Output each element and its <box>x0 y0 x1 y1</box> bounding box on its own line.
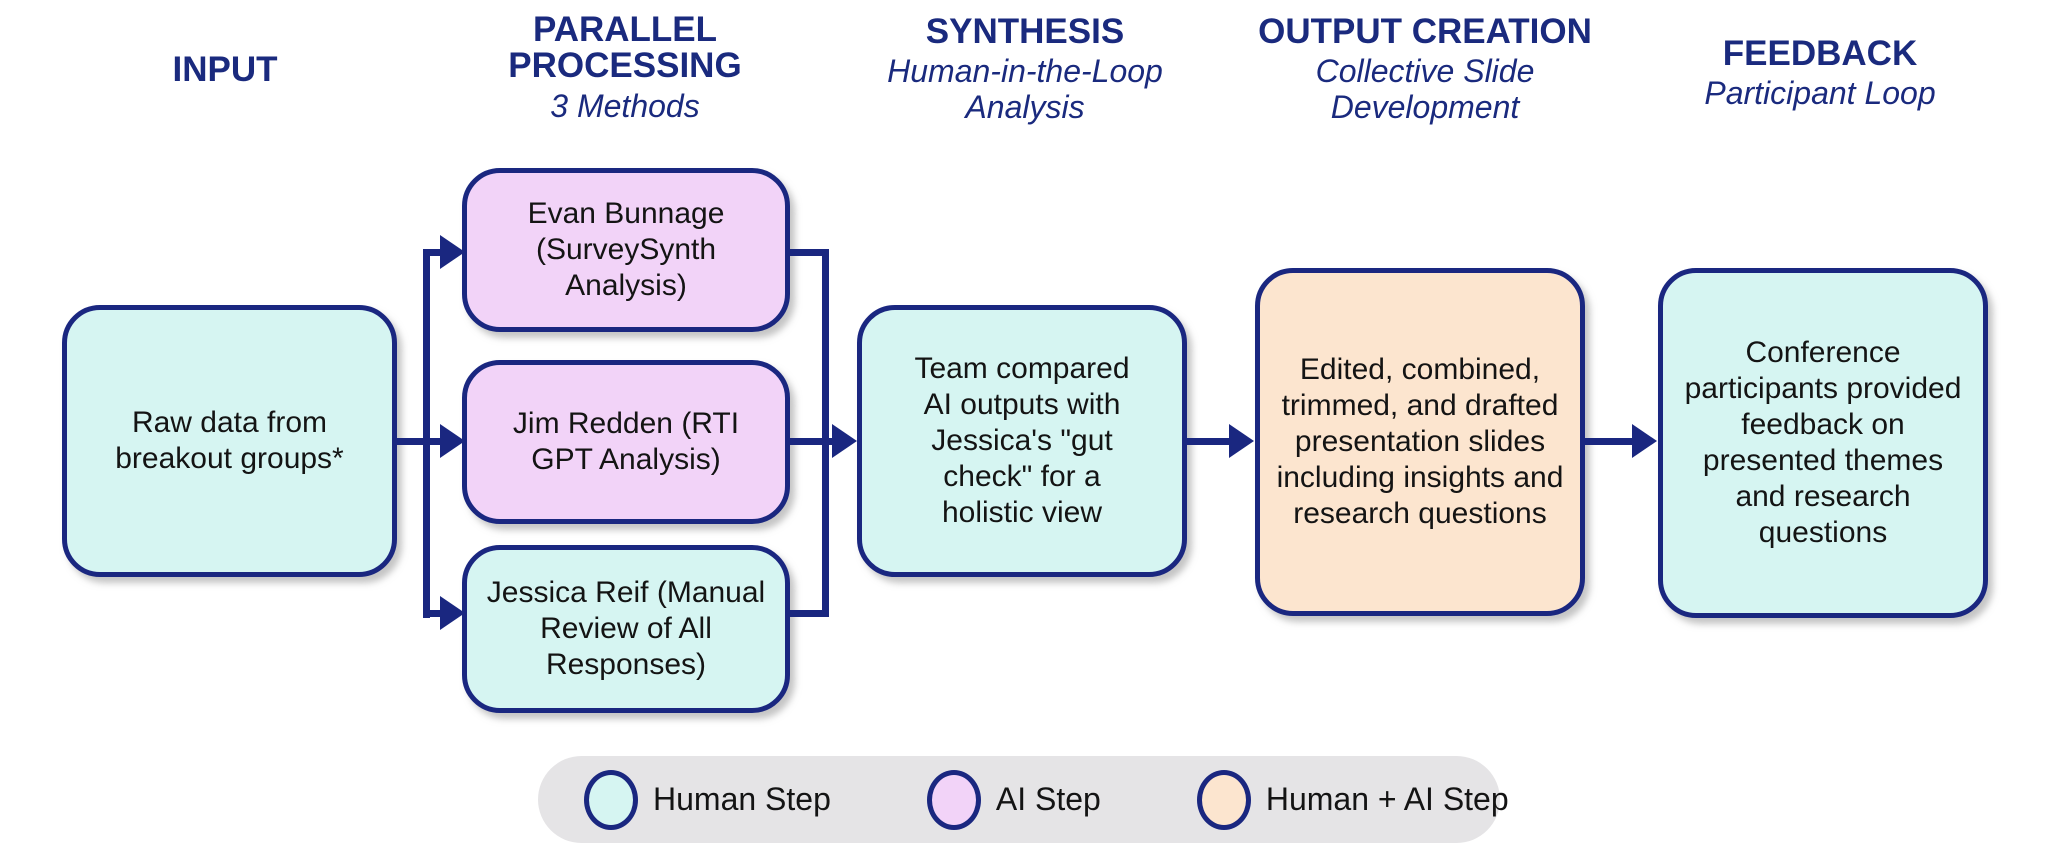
input-step-box: Raw data from breakout groups* <box>62 305 397 577</box>
column-subtitle: Participant Loop <box>1704 75 1936 112</box>
connector-branch-bottom <box>423 610 442 617</box>
feedback-step-box: Conference participants provided feedbac… <box>1658 268 1988 618</box>
column-subtitle: Human-in-the-Loop Analysis <box>887 53 1163 126</box>
connector-branch-top <box>423 249 442 256</box>
legend-label: Human + AI Step <box>1265 781 1509 817</box>
column-header-synthesis: SYNTHESIS Human-in-the-Loop Analysis <box>860 12 1190 126</box>
human-step-swatch-icon <box>584 769 638 830</box>
input-step-text: Raw data from breakout groups* <box>115 406 344 475</box>
parallel-step-box-evan: Evan Bunnage (SurveySynth Analysis) <box>462 168 790 332</box>
arrowhead-to-output-icon <box>1229 424 1254 458</box>
legend-item-human-ai-step: Human + AI Step <box>1196 769 1509 830</box>
synthesis-step-text: Team compared AI outputs with Jessica's … <box>914 352 1130 529</box>
output-step-text: Edited, combined, trimmed, and drafted p… <box>1276 353 1564 530</box>
column-title: SYNTHESIS <box>925 12 1125 51</box>
column-title: OUTPUT CREATION <box>1258 12 1592 51</box>
parallel-step-box-jessica: Jessica Reif (Manual Review of All Respo… <box>462 545 790 713</box>
connector-jim-out <box>788 438 829 445</box>
legend-item-human-step: Human Step <box>584 769 831 830</box>
parallel-step-text: Jim Redden (RTI GPT Analysis) <box>512 407 740 476</box>
legend: Human Step AI Step Human + AI Step <box>538 756 1509 843</box>
arrowhead-to-jim-icon <box>440 424 465 458</box>
column-header-input: INPUT <box>75 50 375 89</box>
parallel-step-text: Evan Bunnage (SurveySynth Analysis) <box>527 197 725 302</box>
connector-branch-vertical <box>423 249 430 618</box>
connector-branch-mid <box>423 438 442 445</box>
column-subtitle: Collective Slide Development <box>1315 53 1535 126</box>
connector-input-out <box>395 438 429 445</box>
legend-label: AI Step <box>995 781 1101 817</box>
arrowhead-to-feedback-icon <box>1632 424 1657 458</box>
legend-label: Human Step <box>653 781 831 817</box>
column-title: INPUT <box>172 50 278 89</box>
connector-output-feedback <box>1585 438 1634 445</box>
column-header-feedback: FEEDBACK Participant Loop <box>1650 34 1990 112</box>
output-step-box: Edited, combined, trimmed, and drafted p… <box>1255 268 1585 616</box>
ai-step-swatch-icon <box>926 769 981 830</box>
connector-jessica-out <box>788 610 829 617</box>
arrowhead-to-synthesis-icon <box>832 424 857 458</box>
parallel-step-box-jim: Jim Redden (RTI GPT Analysis) <box>462 360 790 524</box>
column-title: PARALLEL PROCESSING <box>508 10 742 86</box>
parallel-step-text: Jessica Reif (Manual Review of All Respo… <box>486 576 766 681</box>
connector-collector-out <box>822 438 834 445</box>
synthesis-step-box: Team compared AI outputs with Jessica's … <box>857 305 1187 577</box>
column-subtitle: 3 Methods <box>550 87 700 124</box>
feedback-step-text: Conference participants provided feedbac… <box>1684 336 1962 549</box>
arrowhead-to-evan-icon <box>440 235 465 269</box>
legend-item-ai-step: AI Step <box>926 769 1101 830</box>
column-title: FEEDBACK <box>1722 34 1918 73</box>
connector-collector-vertical <box>822 249 829 617</box>
human-ai-step-swatch-icon <box>1196 769 1251 830</box>
arrowhead-to-jessica-icon <box>440 596 465 630</box>
connector-evan-out <box>788 249 829 256</box>
connector-synthesis-output <box>1187 438 1231 445</box>
column-header-parallel: PARALLEL PROCESSING 3 Methods <box>480 10 770 125</box>
column-header-output: OUTPUT CREATION Collective Slide Develop… <box>1240 12 1610 126</box>
